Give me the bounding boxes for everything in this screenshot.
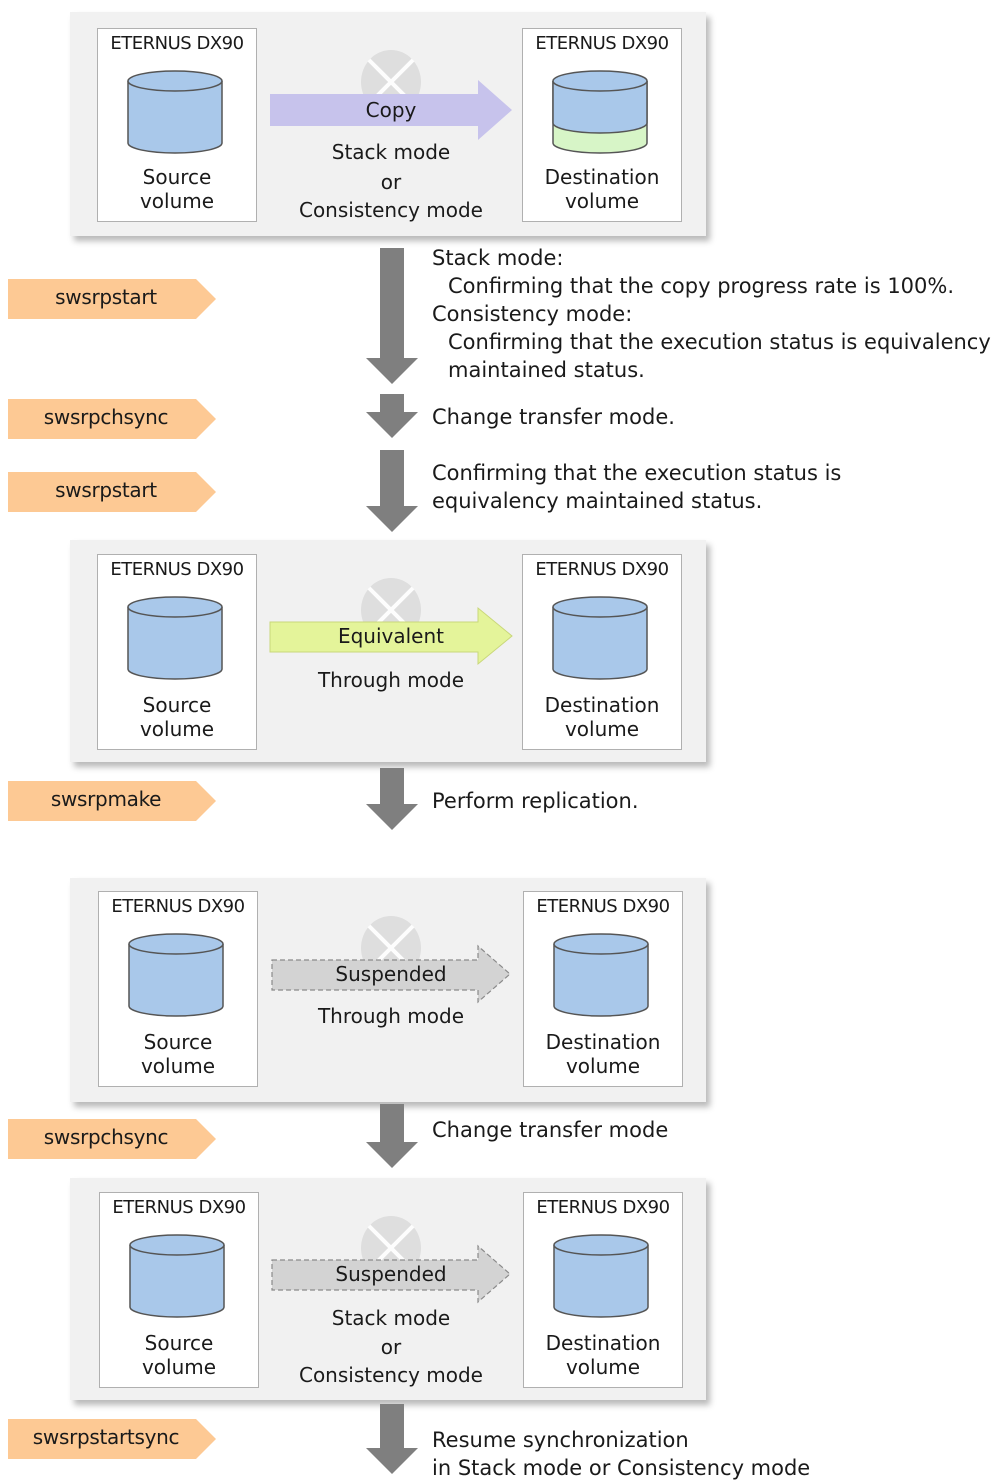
suspended-transfer-graphic <box>271 1216 511 1304</box>
destination-volume-cylinder-icon <box>552 596 648 680</box>
storage-title: ETERNUS DX90 <box>535 33 669 54</box>
mode-through: Through mode <box>317 1004 465 1028</box>
source-volume-cylinder-icon <box>127 70 223 154</box>
mode-consistency: Consistency mode <box>298 198 483 222</box>
destination-storage-box: ETERNUS DX90 Destination volume <box>523 891 683 1087</box>
down-arrow-icon <box>366 248 418 384</box>
panel-suspended-through: ETERNUS DX90 Source volume Suspended Thr… <box>70 878 706 1102</box>
down-arrow-icon <box>366 1404 418 1474</box>
mode-or: or <box>380 170 402 194</box>
source-volume-cylinder-icon <box>128 933 224 1017</box>
storage-title: ETERNUS DX90 <box>535 559 669 580</box>
mode-through: Through mode <box>317 668 465 692</box>
source-volume-cylinder-icon <box>129 1234 225 1318</box>
step-description: Change transfer mode <box>432 1118 669 1142</box>
source-storage-box: ETERNUS DX90 Source volume <box>98 891 258 1087</box>
source-volume-label: Source volume <box>139 693 215 741</box>
command-tag-swsrpmake: swsrpmake <box>8 781 216 821</box>
source-volume-label: Source volume <box>139 165 215 213</box>
destination-volume-label: Destination volume <box>544 693 660 741</box>
panel-equivalent: ETERNUS DX90 Source volume Equivalent Th… <box>70 540 706 762</box>
down-arrow-icon <box>366 768 418 830</box>
mode-consistency: Consistency mode <box>298 1363 483 1387</box>
destination-volume-partial-cylinder-icon <box>552 70 648 154</box>
command-tag-swsrpchsync: swsrpchsync <box>8 399 216 439</box>
equivalent-transfer-graphic <box>269 578 513 666</box>
destination-volume-label: Destination volume <box>545 1030 661 1078</box>
panel-suspended-stack: ETERNUS DX90 Source volume Suspended Sta… <box>70 1178 706 1400</box>
mode-stack: Stack mode <box>331 140 451 164</box>
suspended-transfer-graphic <box>271 916 511 1004</box>
arrow-label-suspended: Suspended <box>335 1262 447 1286</box>
down-arrow-icon <box>366 394 418 438</box>
suspended-arrow-icon <box>271 944 511 1004</box>
command-tag-swsrpstart: swsrpstart <box>8 279 216 319</box>
equivalent-arrow-icon <box>269 606 513 666</box>
panel-copy: ETERNUS DX90 Source volume Copy Stack mo… <box>70 12 706 236</box>
down-arrow-icon <box>366 1104 418 1168</box>
source-volume-label: Source volume <box>140 1030 216 1078</box>
storage-title: ETERNUS DX90 <box>536 896 670 917</box>
destination-volume-cylinder-icon <box>553 1234 649 1318</box>
destination-volume-label: Destination volume <box>544 165 660 213</box>
destination-storage-box: ETERNUS DX90 Destination volume <box>522 28 682 222</box>
step-description: Resume synchronization in Stack mode or … <box>432 1428 811 1480</box>
source-storage-box: ETERNUS DX90 Source volume <box>99 1192 259 1388</box>
copy-transfer-graphic <box>270 50 512 140</box>
mode-or: or <box>380 1335 402 1359</box>
command-tag-swsrpstartsync: swsrpstartsync <box>8 1419 216 1459</box>
storage-title: ETERNUS DX90 <box>110 559 244 580</box>
suspended-arrow-icon <box>271 1244 511 1304</box>
storage-title: ETERNUS DX90 <box>536 1197 670 1218</box>
destination-storage-box: ETERNUS DX90 Destination volume <box>522 554 682 750</box>
source-volume-label: Source volume <box>141 1331 217 1379</box>
step-description: Stack mode: Confirming that the copy pro… <box>432 246 991 382</box>
command-tag-swsrpstart: swsrpstart <box>8 472 216 512</box>
destination-storage-box: ETERNUS DX90 Destination volume <box>523 1192 683 1388</box>
down-arrow-icon <box>366 450 418 532</box>
command-tag-swsrpchsync: swsrpchsync <box>8 1119 216 1159</box>
step-description: Change transfer mode. <box>432 405 675 429</box>
arrow-label-copy: Copy <box>365 98 417 122</box>
arrow-label-suspended: Suspended <box>335 962 447 986</box>
source-storage-box: ETERNUS DX90 Source volume <box>97 554 257 750</box>
destination-volume-label: Destination volume <box>545 1331 661 1379</box>
storage-title: ETERNUS DX90 <box>111 896 245 917</box>
storage-title: ETERNUS DX90 <box>112 1197 246 1218</box>
mode-stack: Stack mode <box>331 1306 451 1330</box>
arrow-label-equivalent: Equivalent <box>337 624 445 648</box>
source-storage-box: ETERNUS DX90 Source volume <box>97 28 257 222</box>
destination-volume-cylinder-icon <box>553 933 649 1017</box>
copy-arrow-icon <box>270 80 512 140</box>
step-description: Perform replication. <box>432 789 639 813</box>
storage-title: ETERNUS DX90 <box>110 33 244 54</box>
source-volume-cylinder-icon <box>127 596 223 680</box>
step-description: Confirming that the execution status is … <box>432 461 842 513</box>
